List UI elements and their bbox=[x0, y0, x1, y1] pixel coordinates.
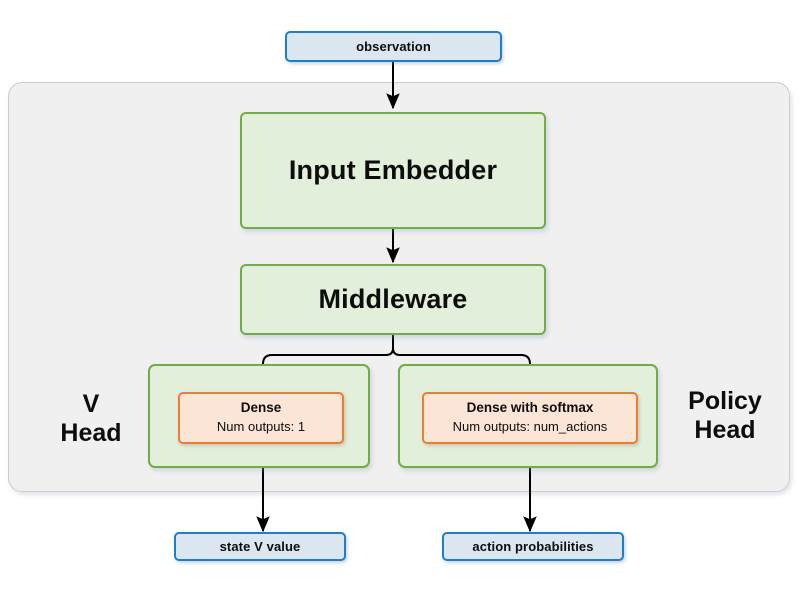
label-v-head-line1: V bbox=[82, 389, 100, 418]
container-policy-head[interactable]: Dense with softmax Num outputs: num_acti… bbox=[398, 364, 658, 468]
label-policy-head-line2: Head bbox=[694, 416, 756, 444]
node-state-v-value-label: state V value bbox=[219, 539, 301, 554]
node-observation[interactable]: observation bbox=[285, 31, 502, 62]
node-v-head-dense-title: Dense bbox=[240, 400, 282, 416]
node-middleware-label: Middleware bbox=[318, 284, 468, 314]
node-action-probabilities[interactable]: action probabilities bbox=[442, 532, 624, 561]
label-v-head: V Head bbox=[36, 381, 146, 457]
label-policy-head-line1: Policy bbox=[688, 386, 762, 415]
container-v-head[interactable]: Dense Num outputs: 1 bbox=[148, 364, 370, 468]
node-action-probabilities-label: action probabilities bbox=[472, 539, 594, 554]
node-policy-head-dense[interactable]: Dense with softmax Num outputs: num_acti… bbox=[422, 392, 638, 444]
label-v-head-line2: Head bbox=[60, 419, 122, 447]
node-observation-label: observation bbox=[356, 39, 431, 54]
node-policy-head-dense-title: Dense with softmax bbox=[466, 400, 594, 416]
node-state-v-value[interactable]: state V value bbox=[174, 532, 346, 561]
node-v-head-dense[interactable]: Dense Num outputs: 1 bbox=[178, 392, 344, 444]
node-v-head-dense-subtitle: Num outputs: 1 bbox=[216, 418, 306, 434]
node-middleware[interactable]: Middleware bbox=[240, 264, 546, 335]
node-input-embedder-label: Input Embedder bbox=[288, 155, 498, 185]
label-policy-head: Policy Head bbox=[665, 377, 785, 455]
node-policy-head-dense-subtitle: Num outputs: num_actions bbox=[452, 418, 608, 434]
node-input-embedder[interactable]: Input Embedder bbox=[240, 112, 546, 229]
